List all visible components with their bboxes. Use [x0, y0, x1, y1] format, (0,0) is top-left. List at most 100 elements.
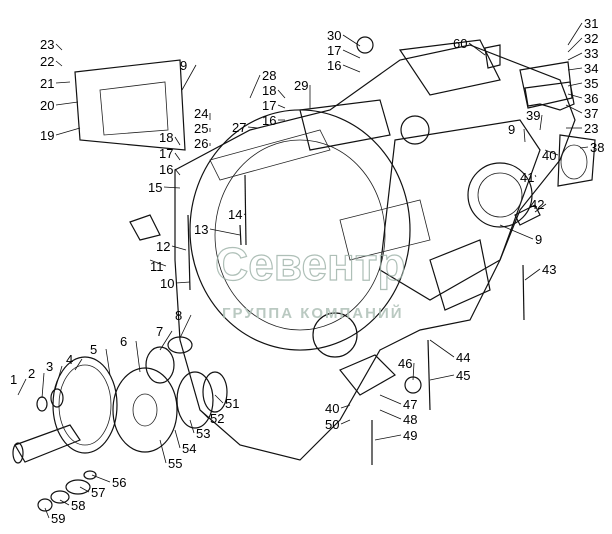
callout-number: 19 [40, 128, 54, 143]
leader-line [179, 314, 192, 339]
callout-number: 35 [584, 76, 598, 91]
leader-line [567, 82, 583, 87]
callout-number: 13 [194, 222, 208, 237]
callout-29: 29 [294, 78, 311, 108]
callout-number: 45 [456, 368, 470, 383]
callout-number: 28 [262, 68, 276, 83]
callout-number: 1 [10, 372, 17, 387]
callout-number: 36 [584, 91, 598, 106]
leader-line [135, 340, 141, 373]
callout-6: 6 [120, 334, 141, 373]
leader-line [163, 186, 181, 189]
leader-line [579, 146, 589, 149]
leader-line [159, 330, 173, 351]
callout-18: 18 [159, 130, 181, 146]
callout-40: 40 [542, 148, 559, 163]
callout-number: 22 [40, 54, 54, 69]
callout-number: 40 [542, 148, 556, 163]
callout-number: 8 [175, 308, 182, 323]
leader-line [55, 60, 63, 67]
callout-52: 52 [199, 409, 224, 426]
leader-line [567, 22, 583, 46]
leader-line [544, 149, 559, 156]
callout-17: 17 [262, 98, 286, 113]
callout-number: 9 [180, 58, 187, 73]
leader-line [199, 409, 209, 419]
leader-line [379, 394, 402, 405]
callout-number: 40 [325, 401, 339, 416]
callout-59: 59 [44, 507, 65, 526]
callout-54: 54 [174, 429, 196, 456]
callout-4: 4 [66, 352, 83, 371]
callout-60: 60 [453, 36, 486, 56]
callout-number: 7 [156, 324, 163, 339]
watermark-subtitle: ГРУППА КОМПАНИЙ [222, 304, 404, 322]
leader-line [171, 245, 187, 251]
callout-number: 42 [530, 197, 544, 212]
callout-57: 57 [79, 485, 105, 500]
callout-number: 55 [168, 456, 182, 471]
callout-48: 48 [379, 409, 417, 427]
callout-46: 46 [398, 356, 415, 381]
callout-number: 46 [398, 356, 412, 371]
callout-17: 17 [159, 146, 181, 161]
callout-number: 47 [403, 397, 417, 412]
leader-line [79, 486, 90, 493]
callout-38: 38 [579, 140, 604, 155]
callout-number: 39 [526, 108, 540, 123]
callout-28: 28 [249, 68, 276, 99]
callout-number: 11 [150, 259, 164, 274]
callout-number: 53 [196, 426, 210, 441]
leader-line [149, 259, 167, 267]
leader-line [74, 358, 83, 371]
leader-line [41, 372, 45, 399]
leader-line [209, 228, 241, 236]
callout-number: 49 [403, 428, 417, 443]
leader-line [429, 339, 455, 358]
callout-number: 16 [159, 162, 173, 177]
leader-line [44, 507, 50, 519]
leader-line [342, 34, 361, 47]
callout-12: 12 [156, 239, 187, 254]
callout-21: 21 [40, 76, 71, 91]
callout-1: 1 [10, 372, 27, 396]
leader-line [174, 152, 181, 161]
callout-33: 33 [567, 46, 598, 61]
callout-number: 18 [262, 83, 276, 98]
callout-47: 47 [379, 394, 417, 412]
callout-7: 7 [156, 324, 173, 351]
bearing-cap [557, 134, 596, 187]
callout-number: 23 [40, 37, 54, 52]
right-cover-plate [519, 61, 575, 111]
leader-line [247, 126, 259, 129]
callout-number: 29 [294, 78, 308, 93]
callout-9: 9 [180, 58, 197, 91]
leader-line [429, 374, 455, 381]
callout-10: 10 [160, 276, 191, 291]
studs-and-bolts [129, 36, 541, 465]
leader-line [340, 404, 351, 409]
leader-line [174, 429, 181, 449]
leader-line [55, 101, 79, 106]
callout-number: 5 [90, 342, 97, 357]
callout-37: 37 [565, 104, 598, 121]
callout-51: 51 [214, 394, 239, 411]
callout-number: 2 [28, 366, 35, 381]
watermark-logo-text: Севентр [215, 238, 405, 290]
leader-line [55, 127, 81, 136]
callout-32: 32 [567, 31, 598, 53]
leader-line [105, 348, 111, 376]
leader-line [534, 174, 537, 178]
leader-line [567, 37, 583, 53]
callout-number: 16 [262, 113, 276, 128]
callout-number: 31 [584, 16, 598, 31]
callout-number: 14 [228, 207, 242, 222]
callout-number: 56 [112, 475, 126, 490]
leader-line [567, 93, 583, 99]
callout-20: 20 [40, 98, 79, 113]
callout-number: 6 [120, 334, 127, 349]
callout-number: 20 [40, 98, 54, 113]
callout-40: 40 [325, 401, 351, 416]
